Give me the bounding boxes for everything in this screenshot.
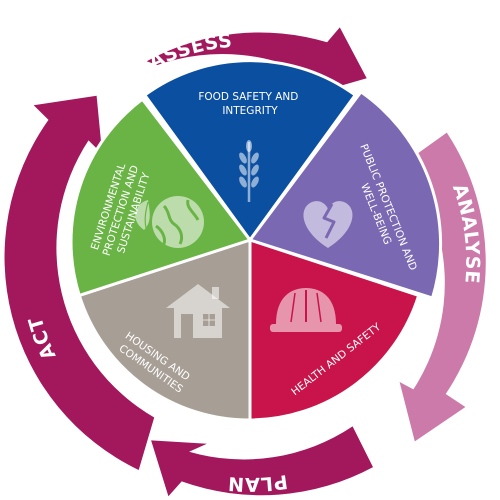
segment-public-protection (248, 90, 443, 300)
house-icon (166, 284, 230, 338)
label-food-safety: FOOD SAFETY AND INTEGRITY (198, 91, 301, 117)
arc-plan (151, 426, 373, 497)
arc-assess (146, 27, 367, 95)
arc-act (4, 95, 155, 470)
focus-areas-pie (69, 59, 443, 422)
wheat-icon (239, 140, 259, 202)
segment-housing (77, 238, 252, 422)
arc-analyse (399, 132, 486, 442)
broken-heart-icon (303, 201, 353, 248)
cycle-ring: ASSESS ANALYSE PLAN ACT (4, 27, 486, 497)
segment-environment (69, 97, 252, 297)
hard-hat-icon (270, 288, 342, 332)
label-plan: PLAN (227, 470, 289, 495)
globe-leaf-icon (135, 196, 204, 248)
